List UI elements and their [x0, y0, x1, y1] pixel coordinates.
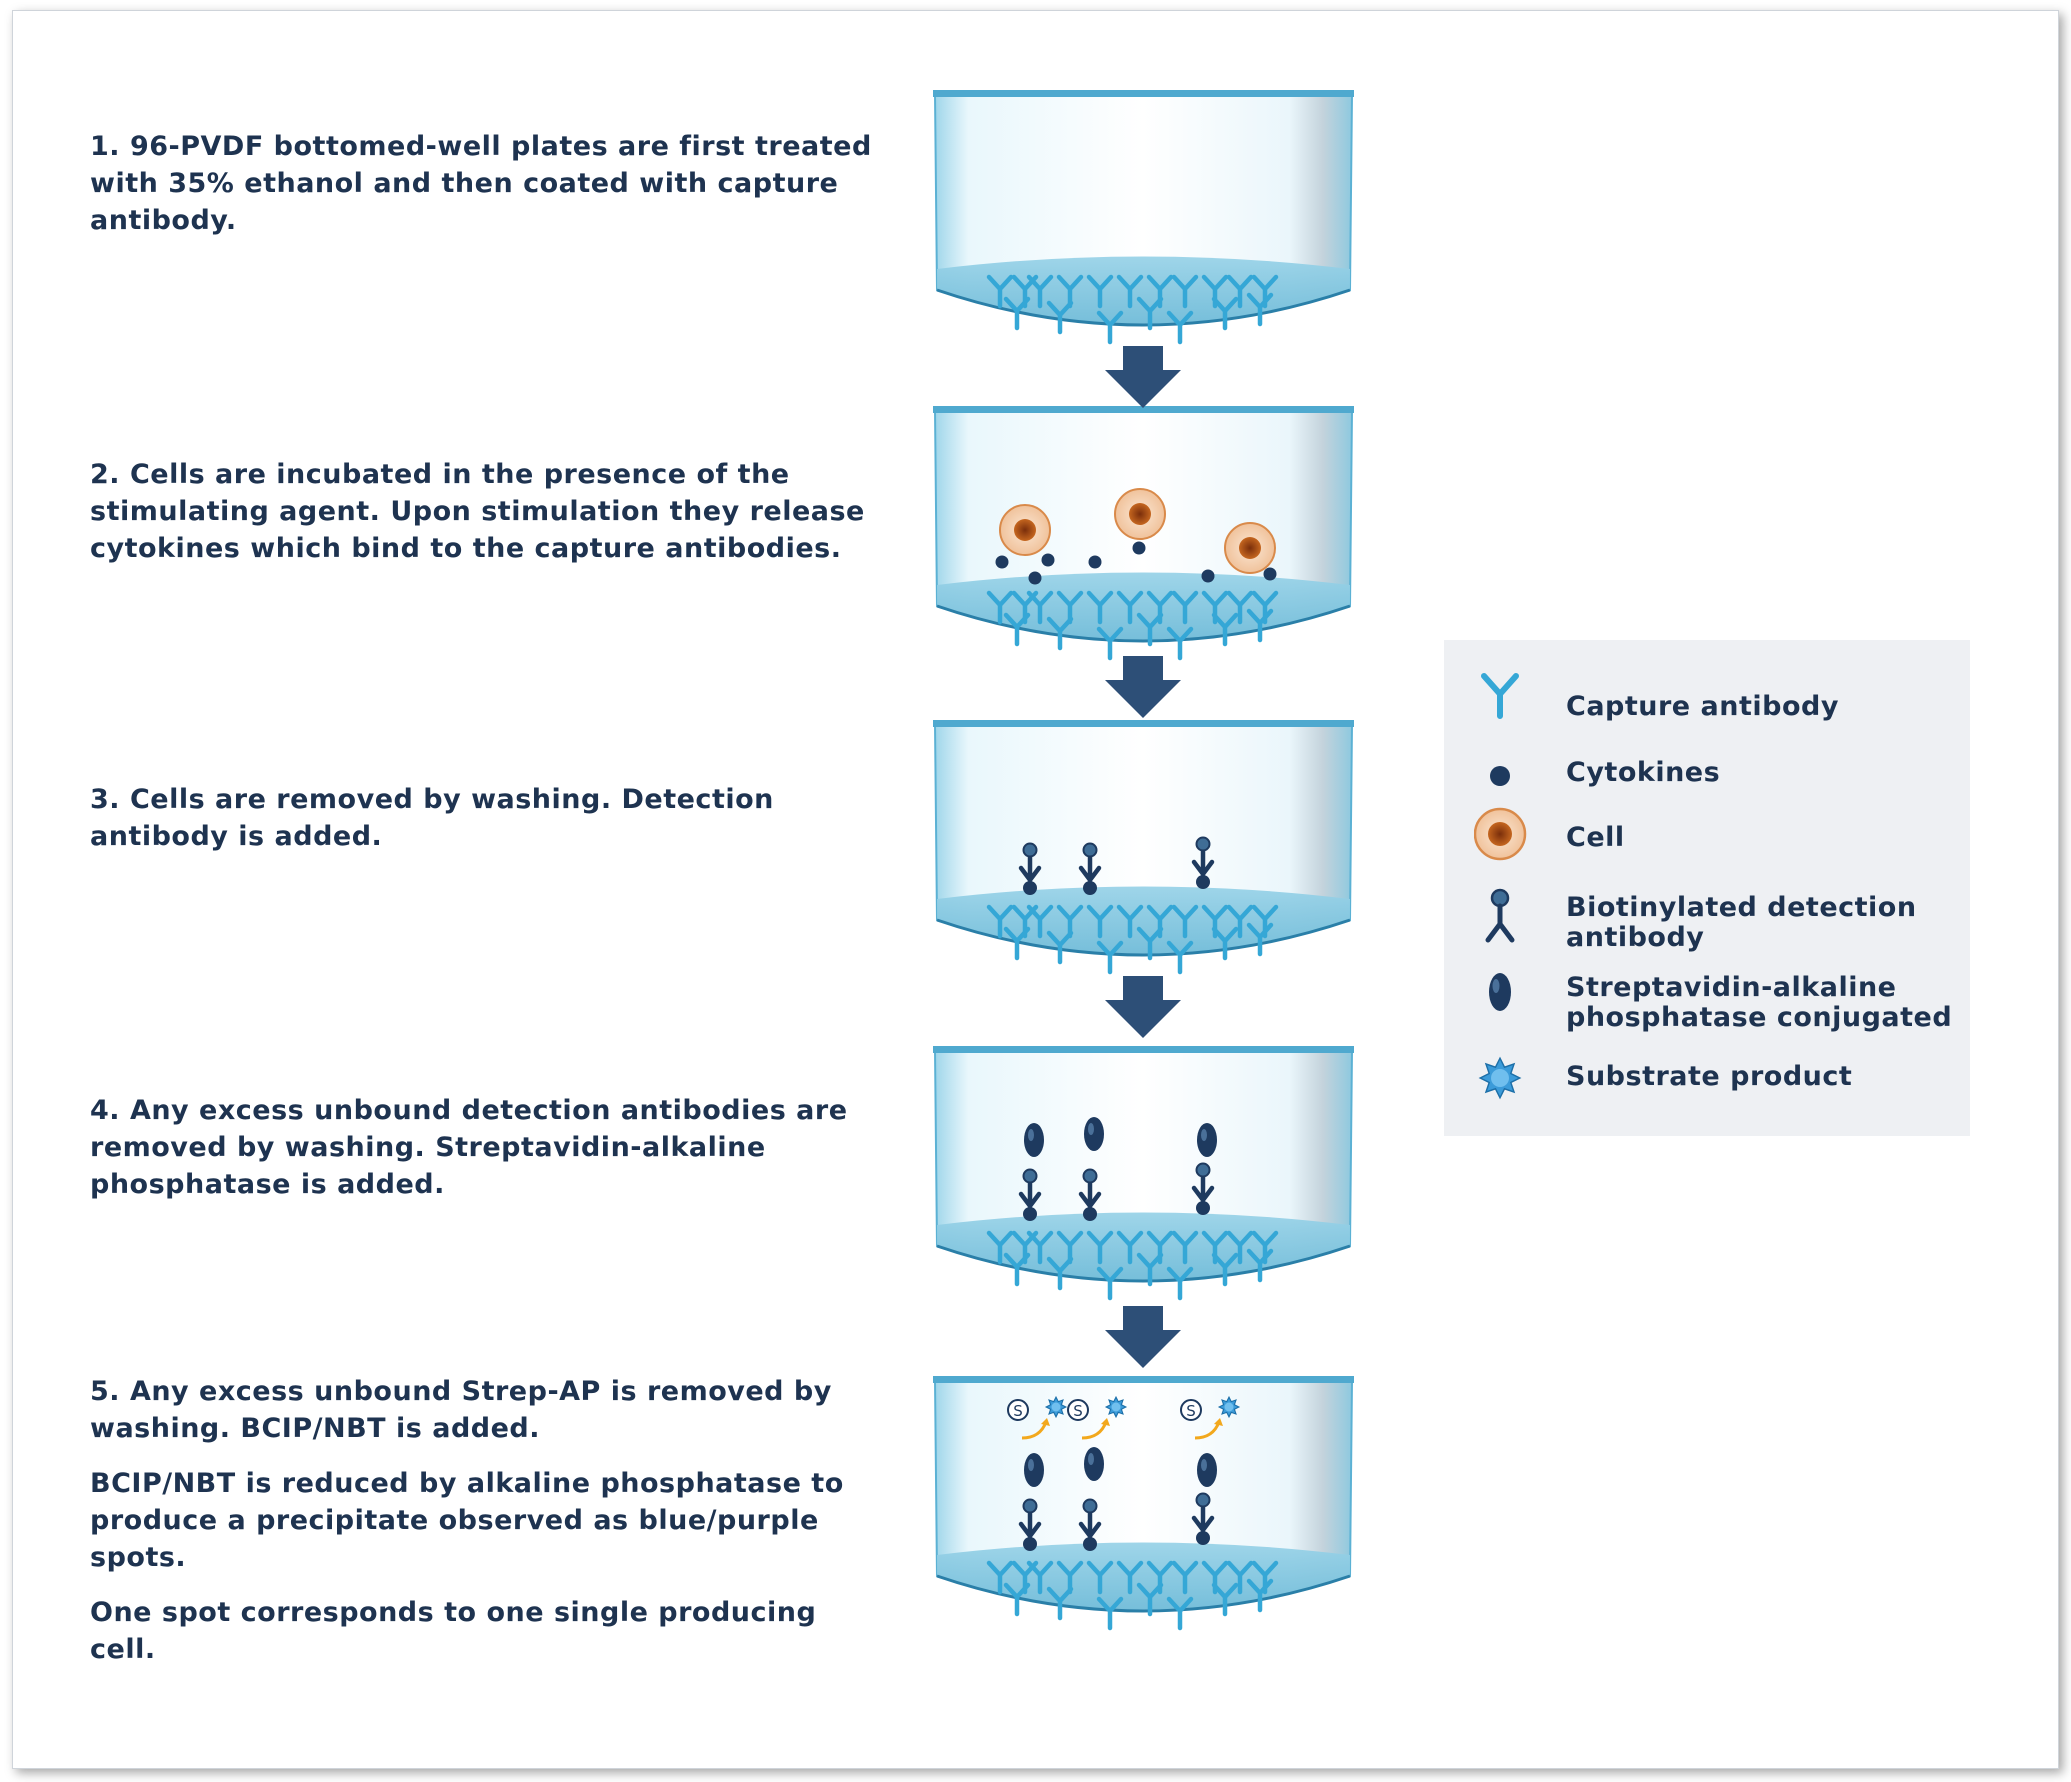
well-2 [933, 406, 1354, 658]
cytokine [1023, 1537, 1037, 1551]
cytokine [1263, 567, 1277, 581]
cytokine [1201, 569, 1215, 583]
legend-label-cytokines: Cytokines [1566, 757, 1721, 788]
strep-ap [1197, 1123, 1217, 1157]
legend-label-cell: Cell [1566, 822, 1625, 853]
cytokine [1088, 555, 1102, 569]
cell [1224, 522, 1276, 574]
down-arrow [1105, 1306, 1181, 1368]
substrate-reaction: S [1007, 1396, 1067, 1440]
legend-label-substrate-product: Substrate product [1566, 1061, 1853, 1092]
down-arrow [1105, 656, 1181, 718]
substrate-product-icon [1478, 1056, 1522, 1100]
step-5-line-2: BCIP/NBT is reduced by alkaline phosphat… [90, 1468, 844, 1573]
legend-label-detection-antibody: Biotinylated detection antibody [1566, 892, 1917, 953]
well-3 [933, 720, 1354, 972]
step-2-text: 2. Cells are incubated in the presence o… [90, 456, 890, 585]
cell [1114, 488, 1166, 540]
substrate-product [1105, 1396, 1127, 1418]
substrate-reaction: S [1067, 1396, 1127, 1440]
down-arrow [1105, 346, 1181, 408]
legend-label-strep-ap: Streptavidin-alkaline phosphatase conjug… [1566, 972, 1953, 1033]
strep-ap [1197, 1453, 1217, 1487]
strep-ap [1084, 1447, 1104, 1481]
strep-ap-icon [1489, 973, 1511, 1011]
substrate-symbol: S [1073, 1402, 1083, 1420]
cytokine-icon [1490, 766, 1510, 786]
strep-ap [1084, 1117, 1104, 1151]
step-3-text: 3. Cells are removed by washing. Detecti… [90, 781, 890, 873]
well-1 [933, 90, 1354, 342]
step-4-line: 4. Any excess unbound detection antibodi… [90, 1095, 848, 1200]
legend: Capture antibody Cytokines Cell Biotinyl… [1444, 640, 1970, 1136]
cytokine [1196, 1531, 1210, 1545]
step-5-line-3: One spot corresponds to one single produ… [90, 1597, 817, 1665]
cytokine [1028, 571, 1042, 585]
well-4 [933, 1046, 1354, 1298]
down-arrow [1105, 976, 1181, 1038]
cell-icon [1474, 807, 1527, 861]
step-2-line: 2. Cells are incubated in the presence o… [90, 459, 865, 564]
cytokine [995, 555, 1009, 569]
cytokine [1196, 875, 1210, 889]
cytokine [1083, 881, 1097, 895]
step-5-text: 5. Any excess unbound Strep-AP is remove… [90, 1373, 890, 1686]
cytokine [1083, 1537, 1097, 1551]
step-1-line: 1. 96-PVDF bottomed-well plates are firs… [90, 131, 872, 236]
step-1-text: 1. 96-PVDF bottomed-well plates are firs… [90, 128, 890, 257]
legend-label-capture-antibody: Capture antibody [1566, 691, 1839, 722]
substrate-reaction: S [1180, 1396, 1240, 1440]
cytokine [1023, 881, 1037, 895]
strep-ap [1024, 1453, 1044, 1487]
step-3-line: 3. Cells are removed by washing. Detecti… [90, 784, 774, 852]
detection-antibody-icon [1485, 888, 1515, 943]
substrate-symbol: S [1013, 1402, 1023, 1420]
cell [999, 504, 1051, 556]
cytokine [1132, 541, 1146, 555]
substrate-product [1045, 1396, 1067, 1418]
substrate-symbol: S [1186, 1402, 1196, 1420]
cytokine [1083, 1207, 1097, 1221]
cytokine [1196, 1201, 1210, 1215]
step-4-text: 4. Any excess unbound detection antibodi… [90, 1092, 890, 1221]
capture-antibody-icon [1481, 673, 1519, 719]
substrate-product [1218, 1396, 1240, 1418]
strep-ap [1024, 1123, 1044, 1157]
cytokine [1041, 553, 1055, 567]
step-5-line-1: 5. Any excess unbound Strep-AP is remove… [90, 1376, 832, 1444]
cytokine [1023, 1207, 1037, 1221]
